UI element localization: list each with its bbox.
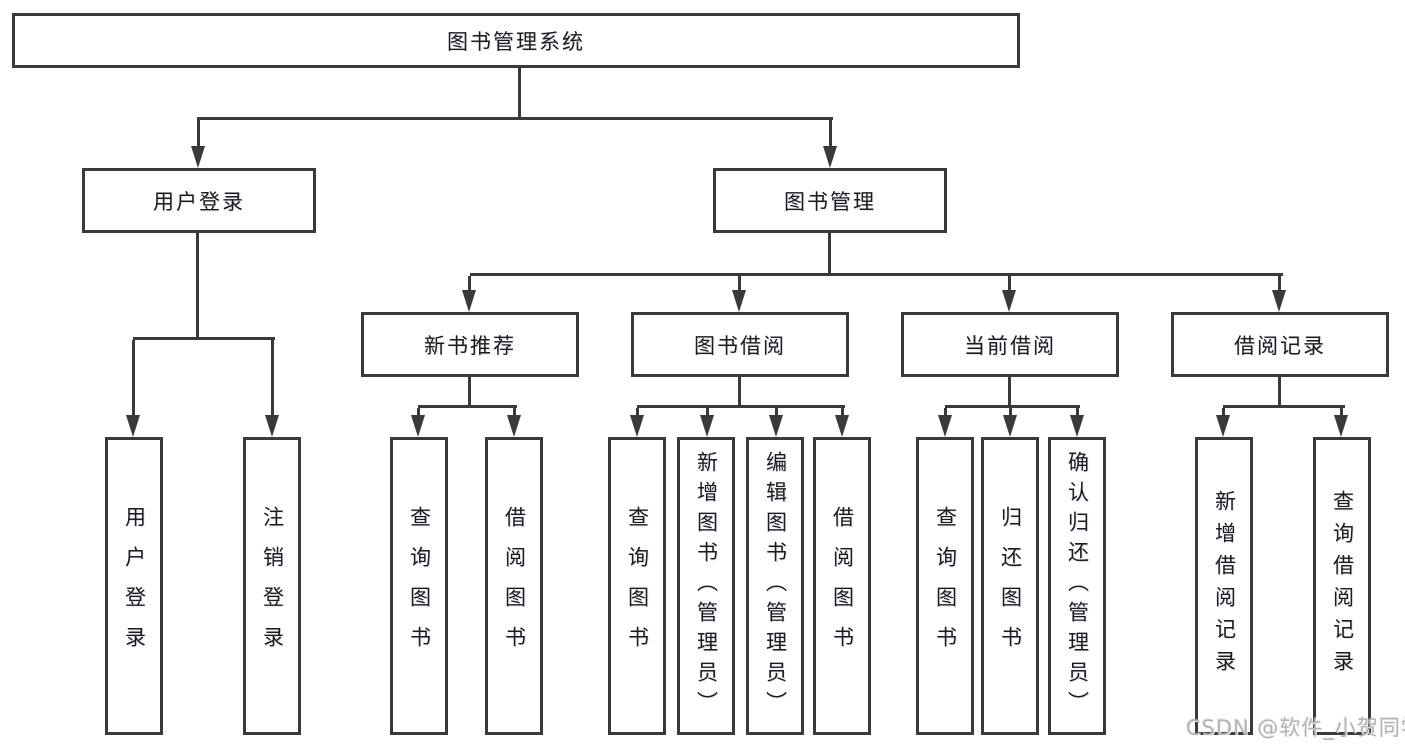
arrow-down-icon: [507, 415, 521, 437]
connector-borrowing-records-rail: [1223, 405, 1345, 408]
connector-user-login-drop: [197, 120, 200, 150]
leaf-bb-edit-book-admin: 编辑图书（管理员）: [746, 437, 804, 735]
connector-leaf-drop: [1340, 408, 1343, 418]
connector-book-management-stem: [828, 233, 831, 273]
node-new-book-recommendation-label: 新书推荐: [424, 333, 516, 358]
node-borrowing-records: 借阅记录: [1171, 312, 1389, 377]
connector-borrowing-records-stem: [1278, 377, 1281, 405]
leaf-bb-edit-book-admin-label: 编辑图书（管理员）: [763, 451, 788, 721]
connector-current-borrowing-stem: [1008, 377, 1011, 405]
leaf-bb-borrow-book: 借阅图书: [813, 437, 871, 735]
connector-leaf-drop: [271, 340, 274, 418]
node-root-label: 图书管理系统: [447, 29, 585, 54]
arrow-down-icon: [835, 415, 849, 437]
csdn-watermark: CSDN @软件_小贺同学: [1186, 716, 1405, 740]
arrow-down-icon: [411, 415, 425, 437]
leaf-bb-query-book: 查询图书: [608, 437, 666, 735]
arrow-down-icon: [769, 415, 783, 437]
connector-book-borrowing-stem: [738, 377, 741, 405]
leaf-bb-query-book-label: 查询图书: [625, 506, 650, 666]
node-current-borrowing-label: 当前借阅: [964, 333, 1056, 358]
connector-leaf-drop: [1222, 408, 1225, 418]
connector-leaf-drop: [775, 408, 778, 418]
leaf-user-login-label: 用户登录: [122, 506, 147, 666]
node-root: 图书管理系统: [12, 13, 1020, 68]
leaf-logout: 注销登录: [243, 437, 301, 735]
leaf-br-add-record: 新增借阅记录: [1195, 437, 1253, 735]
arrow-down-icon: [1334, 415, 1348, 437]
leaf-bb-borrow-book-label: 借阅图书: [830, 506, 855, 666]
connector-user-login-rail: [133, 337, 275, 340]
node-book-management-label: 图书管理: [784, 189, 876, 214]
leaf-br-query-record: 查询借阅记录: [1313, 437, 1371, 735]
arrow-down-icon: [823, 146, 837, 168]
connector-book-borrowing-rail: [637, 405, 845, 408]
leaf-user-login: 用户登录: [105, 437, 163, 735]
arrow-down-icon: [462, 290, 476, 312]
connector-new-book-stem: [468, 377, 471, 405]
arrow-down-icon: [700, 415, 714, 437]
connector-leaf-drop: [132, 340, 135, 418]
arrow-down-icon: [1002, 290, 1016, 312]
connector-current-borrowing-rail: [945, 405, 1080, 408]
connector-level3-drop: [1278, 276, 1281, 294]
leaf-logout-label: 注销登录: [260, 506, 285, 666]
connector-level3-drop: [468, 276, 471, 294]
node-book-borrowing-label: 图书借阅: [694, 333, 786, 358]
leaf-cb-return-book: 归还图书: [981, 437, 1039, 735]
connector-leaf-drop: [944, 408, 947, 418]
arrow-down-icon: [1272, 290, 1286, 312]
connector-book-management-rail: [470, 273, 1283, 276]
leaf-nb-borrow-book-label: 借阅图书: [502, 506, 527, 666]
node-new-book-recommendation: 新书推荐: [361, 312, 579, 377]
leaf-bb-add-book-admin: 新增图书（管理员）: [677, 437, 735, 735]
connector-leaf-drop: [417, 408, 420, 418]
leaf-cb-confirm-return-admin: 确认归还（管理员）: [1048, 437, 1106, 735]
arrow-down-icon: [1216, 415, 1230, 437]
connector-root-rail: [197, 117, 833, 120]
connector-leaf-drop: [1009, 408, 1012, 418]
node-current-borrowing: 当前借阅: [901, 312, 1119, 377]
connector-user-login-stem: [196, 233, 199, 337]
arrow-down-icon: [191, 146, 205, 168]
arrow-down-icon: [126, 415, 140, 437]
node-book-management: 图书管理: [713, 168, 947, 233]
connector-leaf-drop: [513, 408, 516, 418]
connector-book-management-drop: [829, 120, 832, 150]
arrow-down-icon: [938, 415, 952, 437]
node-borrowing-records-label: 借阅记录: [1234, 333, 1326, 358]
leaf-br-query-record-label: 查询借阅记录: [1330, 490, 1355, 682]
leaf-br-add-record-label: 新增借阅记录: [1212, 490, 1237, 682]
node-book-borrowing: 图书借阅: [631, 312, 849, 377]
arrow-down-icon: [630, 415, 644, 437]
leaf-cb-query-book-label: 查询图书: [933, 506, 958, 666]
arrow-down-icon: [1003, 415, 1017, 437]
connector-level3-drop: [738, 276, 741, 294]
arrow-down-icon: [1070, 415, 1084, 437]
arrow-down-icon: [732, 290, 746, 312]
leaf-nb-query-book-label: 查询图书: [407, 506, 432, 666]
leaf-nb-query-book: 查询图书: [390, 437, 448, 735]
connector-leaf-drop: [706, 408, 709, 418]
connector-root-stem: [518, 68, 521, 117]
connector-leaf-drop: [1076, 408, 1079, 418]
connector-leaf-drop: [636, 408, 639, 418]
connector-level3-drop: [1008, 276, 1011, 294]
connector-leaf-drop: [841, 408, 844, 418]
node-user-login-label: 用户登录: [153, 189, 245, 214]
leaf-bb-add-book-admin-label: 新增图书（管理员）: [694, 451, 719, 721]
leaf-cb-confirm-return-admin-label: 确认归还（管理员）: [1065, 451, 1090, 721]
connector-new-book-rail: [418, 405, 517, 408]
leaf-cb-query-book: 查询图书: [916, 437, 974, 735]
leaf-cb-return-book-label: 归还图书: [998, 506, 1023, 666]
arrow-down-icon: [265, 415, 279, 437]
leaf-nb-borrow-book: 借阅图书: [485, 437, 543, 735]
node-user-login: 用户登录: [82, 168, 316, 233]
